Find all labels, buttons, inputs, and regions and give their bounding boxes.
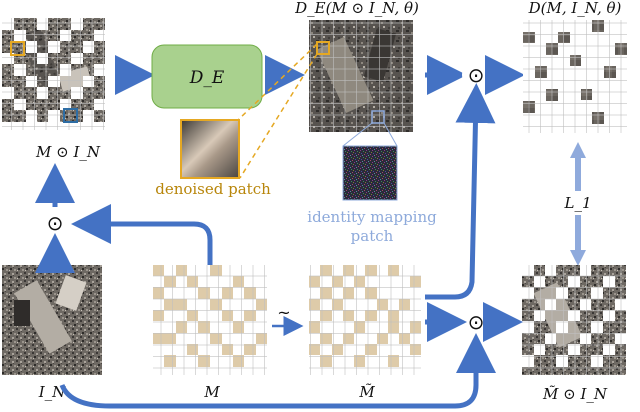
loss-label-bg [563,191,593,215]
arrow-noisy-loop-to-bottom-hadamard [59,333,496,409]
identity-mapping-patch [342,145,398,201]
callout-line-blue-1 [342,122,373,147]
complement-mask-grid [309,265,421,375]
mask-label: M [203,383,220,401]
arrow-complement-to-top-hadamard [425,83,496,300]
denoised-output-image [309,20,413,132]
svg-text:⊙: ⊙ [47,211,64,235]
arrow-mask-to-left-hadamard [71,204,213,265]
svg-text:~: ~ [277,303,290,322]
identity-mapping-label-line2: patch [351,227,394,245]
callout-line-orange-2 [239,53,318,179]
denoiser-block: D_E [151,44,263,109]
blue-highlight-box [63,108,78,123]
final-output-image [523,20,627,133]
hadamard-operator-bottom: ⊙ [462,308,490,336]
hadamard-operator-left: ⊙ [41,209,69,237]
noisy-image-label: I_N [38,383,66,401]
blue-identity-box [371,110,385,124]
orange-denoised-box [316,41,330,55]
orange-highlight-box [10,41,25,56]
denoiser-label: D_E [189,68,225,88]
complement-mask-label: M̃ [358,383,375,401]
svg-text:⊙: ⊙ [468,63,485,87]
callout-line-orange-1 [237,43,318,121]
hadamard-operator-top: ⊙ [462,61,490,89]
denoised-patch-label: denoised patch [155,180,271,198]
mask-grid [153,265,267,375]
masked-noisy-input-label: M ⊙ I_N [35,143,101,161]
callout-line-blue-2 [383,122,398,147]
masked-target-image [522,265,626,375]
denoised-output-label: D_E(M ⊙ I_N, θ) [294,0,419,17]
identity-mapping-label-line1: identity mapping [307,208,437,226]
masked-noisy-input-image [2,18,105,130]
noisy-image [2,265,102,375]
final-output-label: D(M, I_N, θ) [528,0,622,17]
masked-target-label: M̃ ⊙ I_N [542,385,608,403]
svg-text:⊙: ⊙ [468,310,485,334]
denoised-patch-zoom [180,119,240,179]
complement-arrow: ~ [272,303,304,336]
loss-label: L_1 [563,194,591,212]
